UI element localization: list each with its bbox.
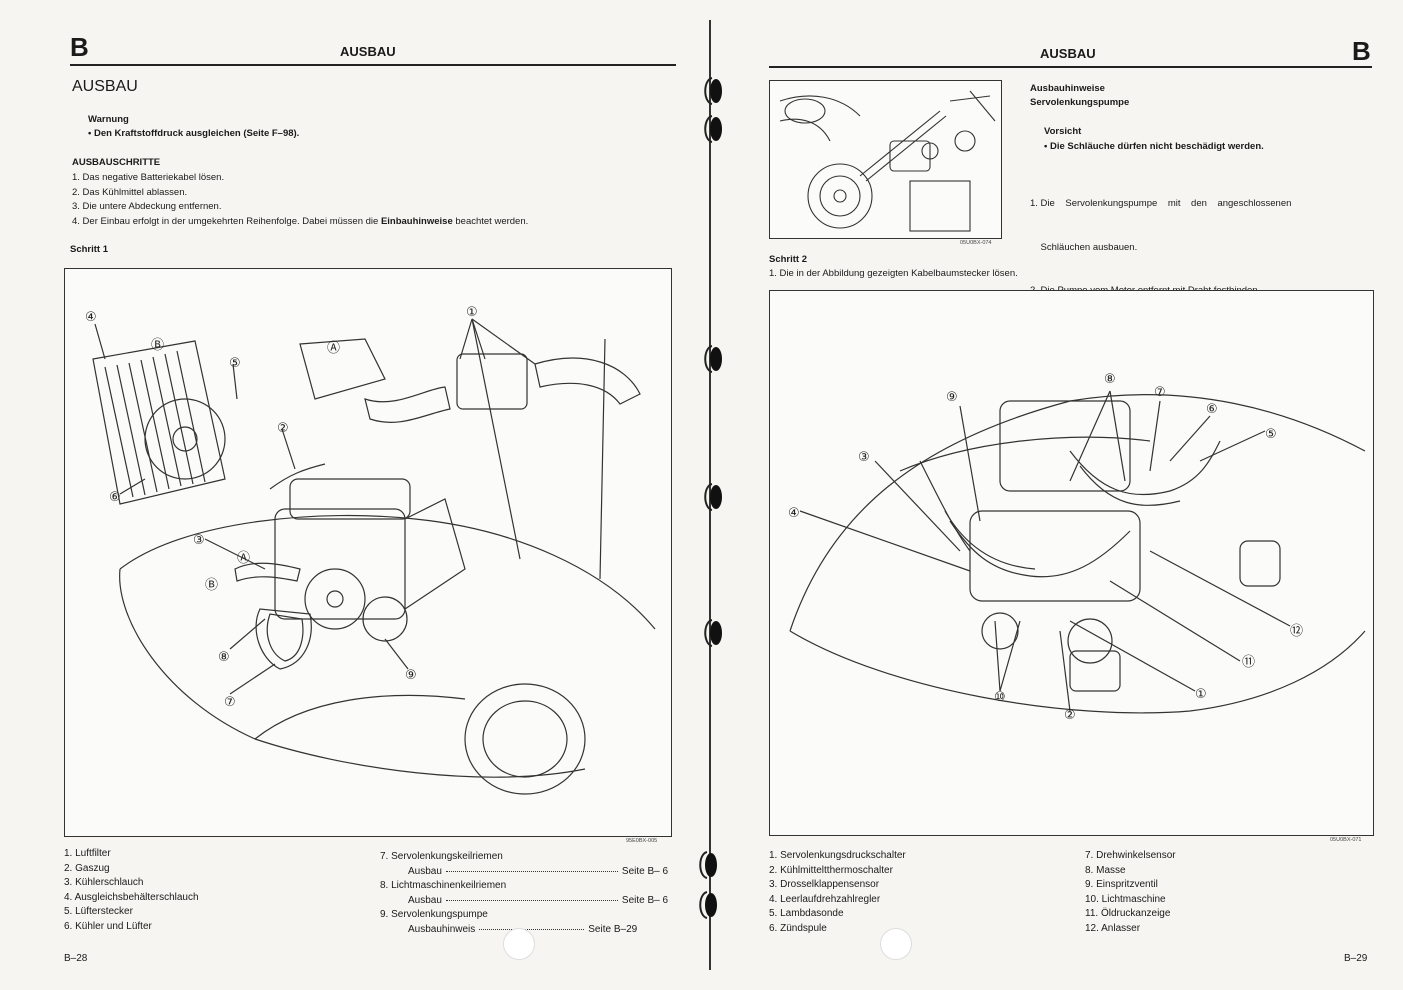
callout-a-2: Ⓐ <box>237 551 250 566</box>
steps-list: 1. Das negative Batteriekabel lösen. 2. … <box>72 171 528 229</box>
callout-4: ④ <box>85 310 97 325</box>
left-schritt-label: Schritt 1 <box>70 244 109 255</box>
binder-ring <box>699 891 717 919</box>
warning-label: Warnung <box>88 114 129 125</box>
right-legend-col2: 7. Drehwinkelsensor 8. Masse 9. Einsprit… <box>1085 849 1176 937</box>
legend-item: 3. Drosselklappensensor <box>769 879 880 891</box>
right-schritt-label: Schritt 2 <box>769 254 808 265</box>
left-section-title: AUSBAU <box>72 78 138 95</box>
callout-b: Ⓑ <box>151 338 164 353</box>
legend-item: 3. Kühlerschlauch <box>64 877 144 889</box>
binder-ring <box>704 345 722 373</box>
right-page-number: B–29 <box>1344 953 1368 964</box>
callout-r7: ⑦ <box>1154 385 1166 400</box>
servo-pump-illustration <box>779 90 996 232</box>
step-3: 3. Die untere Abdeckung entfernen. <box>72 201 222 212</box>
wiring-harness-figure: ① ② ③ ④ ⑤ ⑥ ⑦ ⑧ ⑨ ⑩ ⑪ ⑫ <box>769 290 1374 836</box>
legend-item: 12. Anlasser <box>1085 922 1141 934</box>
legend-item: 11. Öldruckanzeige <box>1085 908 1171 920</box>
legend-item: 2. Gaszug <box>64 862 110 874</box>
binder-ring <box>704 483 722 511</box>
callout-r10: ⑩ <box>994 690 1006 705</box>
left-header-rule <box>70 64 676 66</box>
callout-1: ① <box>466 305 478 320</box>
legend-item: 4. Leerlaufdrehzahlregler <box>769 893 881 905</box>
step-4: 4. Der Einbau erfolgt in der umgekehrten… <box>72 215 529 227</box>
legend-item: 10. Lichtmaschine <box>1085 893 1166 905</box>
right-page-letter: B <box>1352 36 1371 66</box>
servo-pump-figure <box>769 80 1002 239</box>
engine-removal-figure: ① ② ③ ④ ⑤ ⑥ ⑦ ⑧ ⑨ Ⓐ Ⓑ Ⓐ Ⓑ <box>64 268 672 837</box>
callout-2: ② <box>277 421 289 436</box>
callout-9: ⑨ <box>405 668 417 683</box>
callout-r5: ⑤ <box>1265 427 1277 442</box>
binder-ring <box>704 77 722 105</box>
legend-item: 9. Einspritzventil <box>1085 879 1158 891</box>
legend-item: 8. Masse <box>1085 864 1126 876</box>
legend-item: 2. Kühlmitteltthermoschalter <box>769 864 893 876</box>
right-legend-col1: 1. Servolenkungsdruckschalter 2. Kühlmit… <box>769 849 906 937</box>
caution-item: • Die Schläuche dürfen nicht beschädigt … <box>1044 141 1264 152</box>
left-legend-col1: 1. Luftfilter 2. Gaszug 3. Kühlerschlauc… <box>64 847 199 935</box>
callout-r1: ① <box>1195 687 1207 702</box>
binder-ring <box>699 851 717 879</box>
callout-r8: ⑧ <box>1104 372 1116 387</box>
legend-item: 6. Kühler und Lüfter <box>64 920 152 932</box>
legend-item-7: 7. Servolenkungskeilriemen <box>380 851 503 862</box>
callout-r4: ④ <box>788 506 800 521</box>
legend-item: 1. Luftfilter <box>64 848 111 859</box>
punch-hole <box>880 928 912 960</box>
binding-line <box>709 20 711 970</box>
callout-5: ⑤ <box>229 356 241 371</box>
callout-8: ⑧ <box>218 650 230 665</box>
left-page-number: B–28 <box>64 953 88 964</box>
note-1b: Schläuchen ausbauen. <box>1030 241 1138 253</box>
left-page-letter: B <box>70 32 89 62</box>
punch-hole <box>503 928 535 960</box>
left-figure-code: 95E0BX-005 <box>626 838 658 844</box>
wiring-harness-illustration: ① ② ③ ④ ⑤ ⑥ ⑦ ⑧ ⑨ ⑩ ⑪ ⑫ <box>788 372 1366 723</box>
note-1: 1. Die Servolenkungspumpe mit den angesc… <box>1030 198 1292 209</box>
right-figure-code: 05U0BX-071 <box>1330 837 1362 843</box>
legend-item: 7. Drehwinkelsensor <box>1085 850 1176 861</box>
binder-ring <box>704 115 722 143</box>
legend-item: 6. Zündspule <box>769 922 827 934</box>
callout-r12: ⑫ <box>1290 624 1303 639</box>
step-1: 1. Das negative Batteriekabel lösen. <box>72 172 225 183</box>
right-schritt-text: 1. Die in der Abbildung gezeigten Kabelb… <box>769 268 1018 279</box>
notes-title-1: Ausbauhinweise <box>1030 83 1105 94</box>
legend-item: 4. Ausgleichsbehälterschlauch <box>64 891 199 903</box>
callout-r2: ② <box>1064 708 1076 723</box>
callout-7: ⑦ <box>224 695 236 710</box>
callout-6: ⑥ <box>109 490 121 505</box>
legend-item: 5. Lambdasonde <box>769 908 844 920</box>
binder-ring <box>704 619 722 647</box>
callout-r9: ⑨ <box>946 390 958 405</box>
warning-item: • Den Kraftstoffdruck ausgleichen (Seite… <box>88 128 300 139</box>
legend-item-8: 8. Lichtmaschinenkeilriemen <box>380 880 507 892</box>
caution-label: Vorsicht <box>1044 126 1082 137</box>
legend-item: 1. Servolenkungsdruckschalter <box>769 850 906 861</box>
small-figure-code: 05U0BX-074 <box>960 240 992 246</box>
left-header-title: AUSBAU <box>340 44 396 59</box>
right-header-rule <box>769 66 1372 68</box>
callout-r3: ③ <box>858 450 870 465</box>
right-header-title: AUSBAU <box>1040 46 1096 61</box>
callout-3: ③ <box>193 533 205 548</box>
legend-item: 5. Lüfterstecker <box>64 906 133 918</box>
step-2: 2. Das Kühlmittel ablassen. <box>72 186 188 198</box>
notes-title-2: Servolenkungspumpe <box>1030 97 1130 108</box>
callout-r6: ⑥ <box>1206 402 1218 417</box>
callout-a: Ⓐ <box>327 341 340 356</box>
steps-title: AUSBAUSCHRITTE <box>72 157 161 168</box>
callout-b-2: Ⓑ <box>205 578 218 593</box>
legend-item-9: 9. Servolenkungspumpe <box>380 909 488 921</box>
engine-removal-illustration: ① ② ③ ④ ⑤ ⑥ ⑦ ⑧ ⑨ Ⓐ Ⓑ Ⓐ Ⓑ <box>85 305 656 795</box>
callout-r11: ⑪ <box>1242 655 1255 670</box>
